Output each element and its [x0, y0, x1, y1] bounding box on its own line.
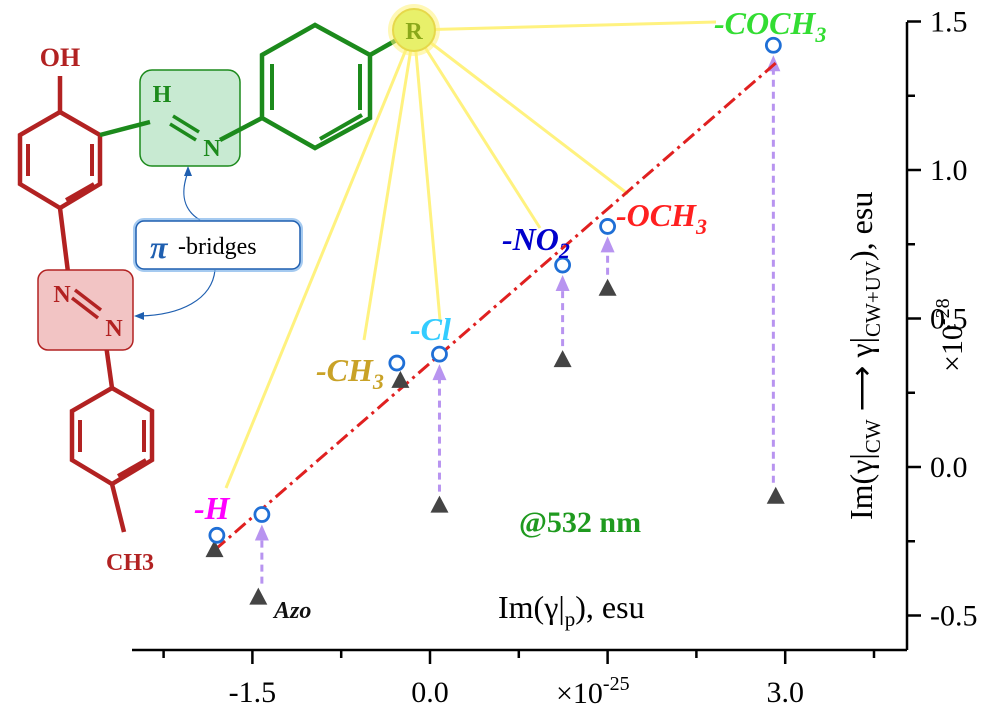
bond	[70, 296, 100, 320]
shift-arrow-head	[254, 524, 269, 541]
arrow-head	[184, 166, 192, 176]
bond	[117, 458, 147, 478]
imine-n-label: N	[203, 136, 221, 162]
axes: -1.5 0.0 3.0 -0.5 0.0 0.5 1.0 1.5	[132, 6, 978, 709]
circle-point	[388, 354, 406, 372]
bond	[73, 288, 103, 312]
pi-arrow-to-imine	[183, 171, 201, 221]
circle-point	[431, 345, 448, 363]
ray-1	[362, 29, 416, 341]
pi-bridges-label: -bridges	[178, 234, 257, 260]
substituent-label: -COCH3	[714, 5, 826, 47]
shift-arrow-head	[432, 364, 447, 381]
substituent-r-node	[388, 4, 440, 56]
triangle-point	[391, 370, 410, 388]
bond	[218, 116, 264, 142]
y-tick-label: 1.5	[930, 6, 968, 39]
bond	[319, 113, 363, 141]
bond	[65, 182, 95, 202]
bond	[99, 119, 151, 138]
ray-3	[412, 29, 542, 229]
circle-point	[554, 256, 572, 274]
x-axis-title: Im(γ|p), esu	[498, 589, 645, 631]
ray-0	[224, 29, 416, 489]
triangle-point	[249, 587, 268, 605]
substituent-label: -Cl	[410, 311, 451, 347]
oh-label: OH	[40, 43, 80, 72]
ray-4	[413, 28, 629, 196]
y-tick-label: -0.5	[930, 600, 978, 633]
substituent-label: -OCH3	[616, 197, 707, 239]
bond	[57, 207, 71, 273]
substituent-label: -H	[194, 490, 231, 526]
ray-2	[412, 29, 442, 321]
circle-point	[208, 526, 226, 544]
y-axis-title: Im(γ|CW ⟶ γ|CW+UV), esu	[843, 192, 885, 520]
x-scale-label: ×10-25	[556, 673, 630, 710]
pi-symbol: π	[150, 229, 169, 265]
wavelength-annotation: @532 nm	[519, 506, 641, 539]
azo-n1-label: N	[53, 282, 71, 308]
y-tick-label: 0.0	[930, 451, 968, 484]
triangle-point	[598, 278, 617, 296]
pi-bridges-box	[135, 220, 301, 270]
x-tick-label: -1.5	[229, 676, 277, 709]
bottom-benzene-ring	[69, 385, 155, 487]
shift-arrow-head	[600, 236, 615, 253]
ray-5	[413, 20, 717, 32]
circle-point	[253, 506, 271, 523]
r-label: R	[405, 19, 423, 45]
substituent-label: -CH3	[316, 352, 384, 394]
molecule-structure	[17, 22, 402, 533]
x-tick-label: 3.0	[766, 676, 804, 709]
arrow-head	[134, 312, 144, 320]
triangle-point	[766, 486, 785, 504]
circle-point	[599, 218, 616, 235]
data-points	[205, 36, 785, 605]
triangle-point	[553, 350, 572, 368]
bond	[103, 344, 115, 389]
fit-line	[213, 61, 777, 552]
imine-h-label: H	[153, 82, 172, 108]
y-scale-label: ×10-28	[932, 298, 969, 372]
bond	[169, 122, 197, 142]
triangle-point	[205, 540, 224, 558]
azo-label: Azo	[272, 598, 311, 624]
top-benzene-ring	[17, 109, 103, 211]
green-benzene-ring	[259, 22, 373, 151]
azo-n2-label: N	[105, 316, 123, 342]
imine-bridge-box	[139, 69, 241, 167]
substituent-rays	[224, 20, 717, 489]
pi-arrow-to-azo	[139, 269, 216, 317]
shift-arrows	[254, 55, 781, 584]
x-tick-label: 0.0	[411, 676, 449, 709]
shift-arrow-head	[555, 275, 570, 292]
substituent-labels: -H -CH3 -Cl -NO2 -OCH3 -COCH3	[194, 5, 826, 526]
ch3-label: CH3	[106, 550, 154, 576]
substituent-label: -NO2	[502, 221, 570, 263]
bond	[172, 114, 200, 134]
y-tick-label: 0.5	[930, 303, 968, 336]
triangle-point	[430, 495, 449, 513]
circle-point	[764, 36, 782, 54]
y-tick-label: 1.0	[930, 154, 968, 187]
bond	[109, 483, 127, 533]
